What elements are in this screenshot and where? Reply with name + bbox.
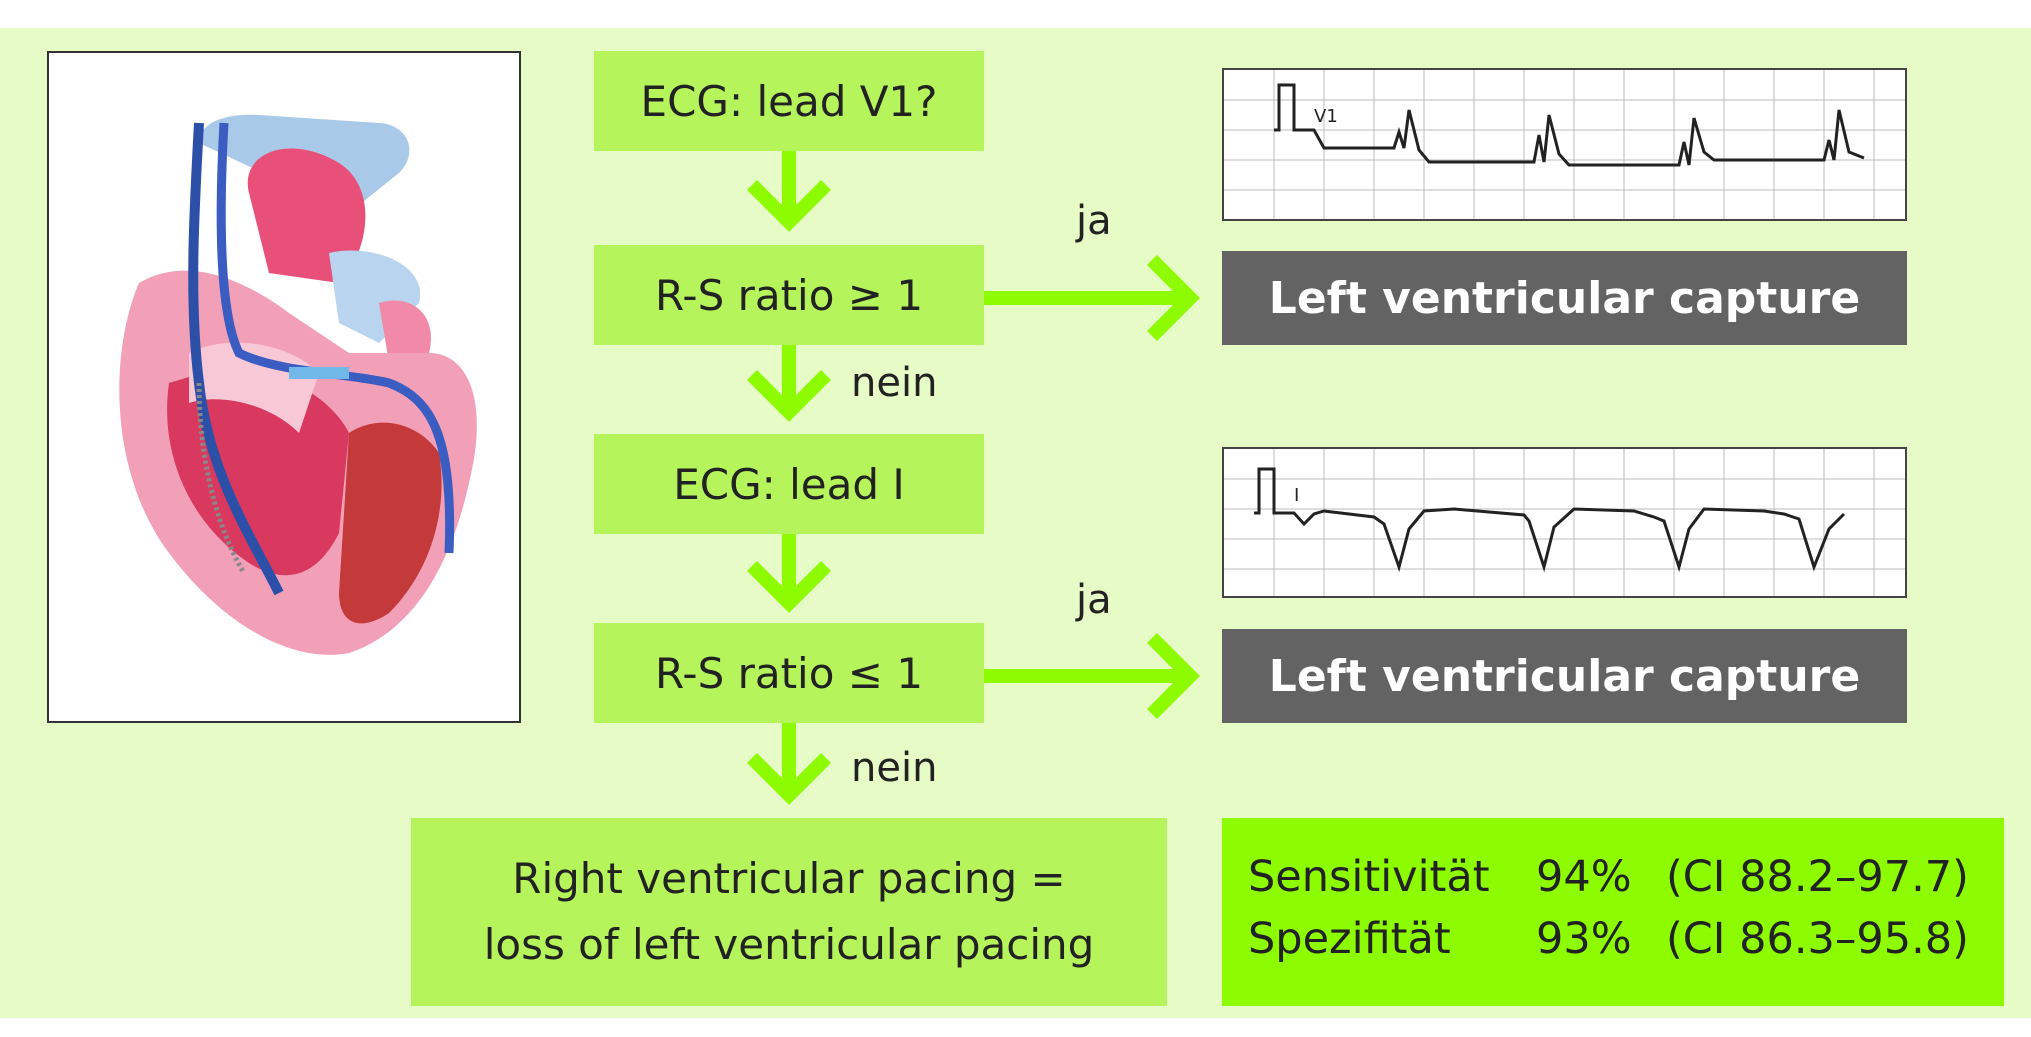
- yes-label-1: ja: [1076, 198, 1112, 244]
- sensitivity-row: Sensitivität 94% (CI 88.2–97.7): [1248, 846, 2004, 908]
- pacing-lead-1: [188, 122, 284, 596]
- heart-image: [119, 114, 477, 655]
- atrium-shape: [379, 300, 431, 363]
- specificity-label: Spezifität: [1248, 914, 1451, 964]
- capture-1-text: Left ventricular capture: [1268, 272, 1861, 324]
- arrow-down-4-head: [747, 753, 831, 805]
- ecg-strip-lead-v1: V1: [1222, 68, 1907, 221]
- arrow-right-1-head: [1147, 255, 1200, 341]
- lead-i-label: I: [1294, 485, 1299, 506]
- heart-illustration: [47, 51, 521, 723]
- result-line-1: Right ventricular pacing =: [512, 854, 1066, 903]
- sensitivity-ci: (CI 88.2–97.7): [1666, 852, 1969, 902]
- ecg-grid-i: [1224, 449, 1905, 596]
- specificity-row: Spezifität 93% (CI 86.3–95.8): [1248, 908, 2004, 970]
- arrow-right-2-head: [1147, 633, 1200, 719]
- aorta-shape: [247, 148, 366, 283]
- left-ventricular-capture-1: Left ventricular capture: [1222, 251, 1907, 345]
- myocardium-section: [339, 422, 442, 624]
- ecg-line-i: [1254, 467, 1846, 573]
- ecg-trace-v1: V1: [1224, 70, 1905, 219]
- lead-v1-label: V1: [1314, 106, 1338, 127]
- stats-box: Sensitivität 94% (CI 88.2–97.7) Spezifit…: [1222, 818, 2004, 1006]
- no-label-1: nein: [851, 360, 938, 406]
- step-rs-ratio-le-1: R-S ratio ≤ 1: [594, 623, 984, 723]
- specificity-ci: (CI 86.3–95.8): [1666, 914, 1969, 964]
- result-right-ventricular-pacing: Right ventricular pacing = loss of left …: [411, 818, 1167, 1006]
- ecg-strip-lead-i: I: [1222, 447, 1907, 598]
- step-ecg-lead-v1-text: ECG: lead V1?: [640, 76, 938, 126]
- ecg-trace-i: I: [1224, 449, 1905, 596]
- step-rs-ratio-ge-1: R-S ratio ≥ 1: [594, 245, 984, 345]
- no-label-2: nein: [851, 745, 938, 791]
- specificity-value: 93%: [1536, 914, 1632, 964]
- step-ecg-lead-i-text: ECG: lead I: [673, 459, 905, 509]
- arrow-down-1-head: [747, 180, 831, 232]
- sensitivity-value: 94%: [1536, 852, 1632, 902]
- result-line-2: loss of left ventricular pacing: [483, 920, 1095, 969]
- arrow-down-2-head: [747, 370, 831, 422]
- step-rs-ratio-ge-1-text: R-S ratio ≥ 1: [654, 270, 924, 320]
- capture-2-text: Left ventricular capture: [1268, 650, 1861, 702]
- yes-label-2: ja: [1076, 577, 1112, 623]
- lead-coil: [196, 382, 247, 575]
- left-ventricular-capture-2: Left ventricular capture: [1222, 629, 1907, 723]
- step-rs-ratio-le-1-text: R-S ratio ≤ 1: [654, 648, 924, 698]
- step-ecg-lead-i: ECG: lead I: [594, 434, 984, 534]
- ecg-line-v1: [1274, 83, 1865, 167]
- arrow-down-3-head: [747, 561, 831, 613]
- step-ecg-lead-v1: ECG: lead V1?: [594, 51, 984, 151]
- sensitivity-label: Sensitivität: [1248, 852, 1490, 902]
